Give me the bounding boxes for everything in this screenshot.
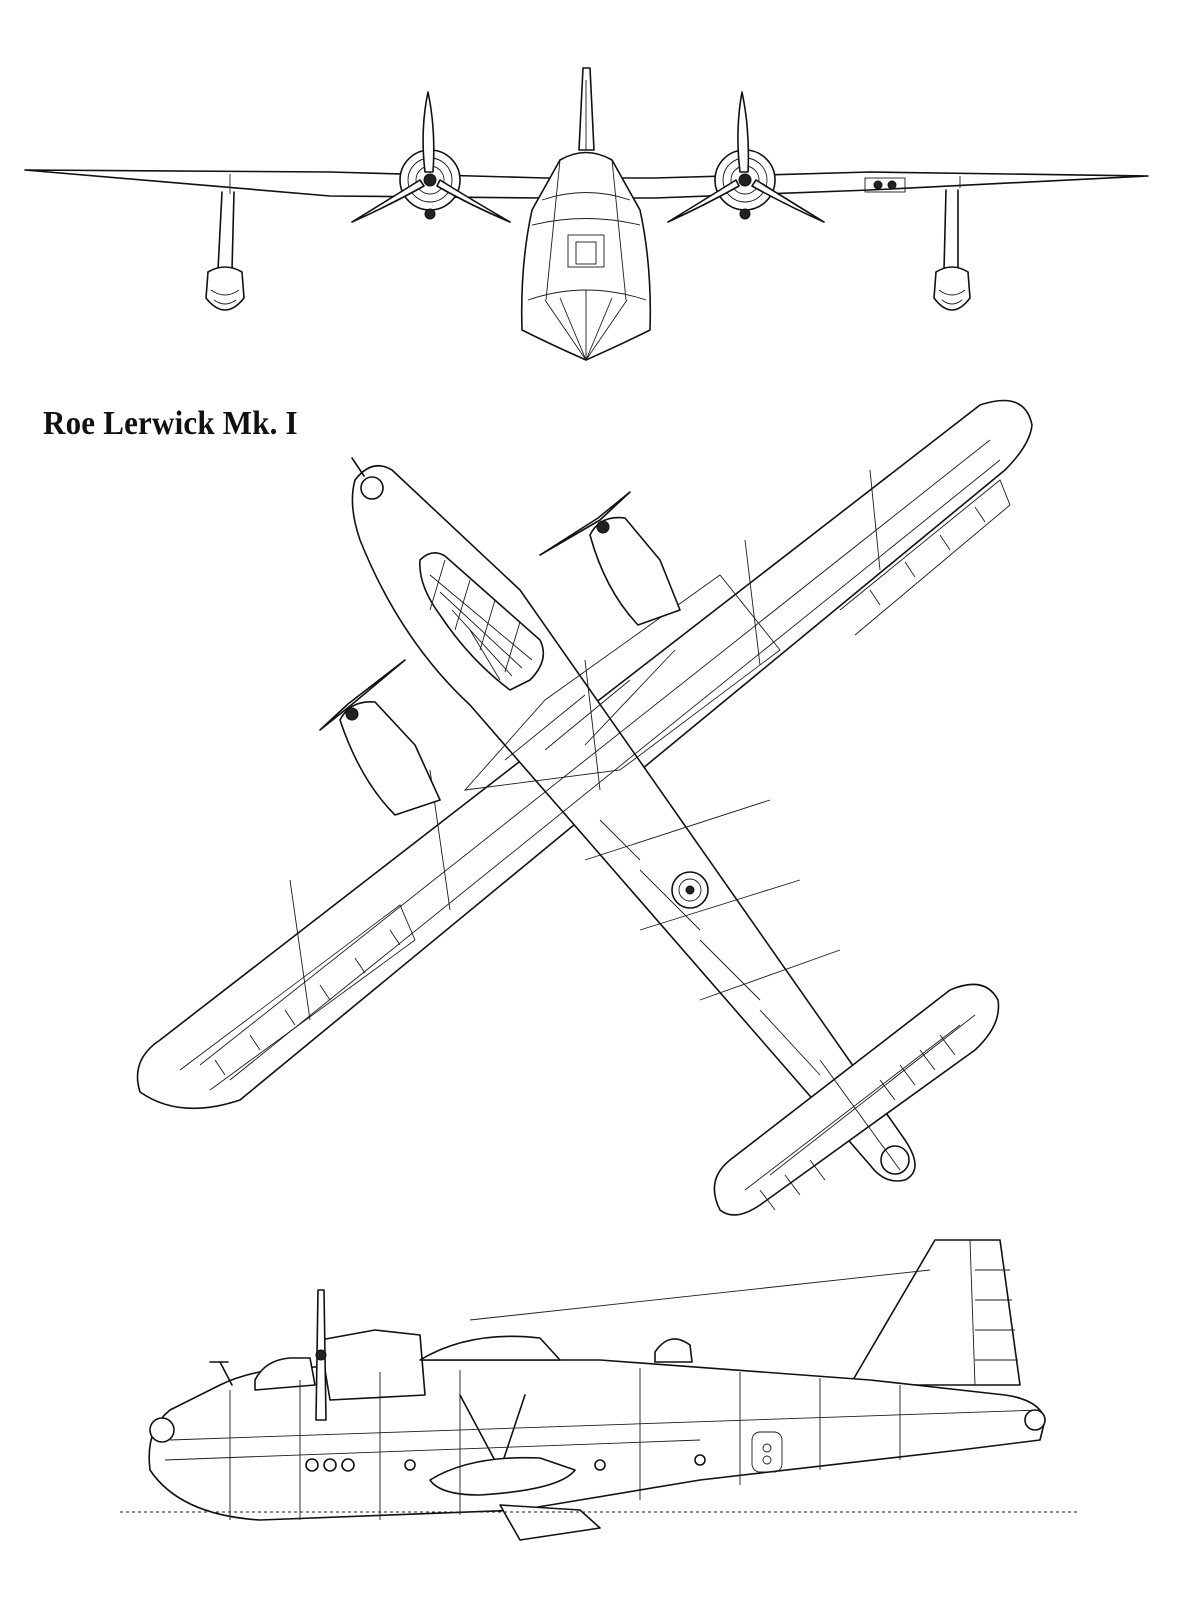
side-float	[429, 1456, 576, 1496]
plan-view	[136, 399, 1033, 1216]
right-float	[933, 189, 971, 311]
right-nacelle	[539, 491, 681, 626]
aircraft-title: Roe Lerwick Mk. I	[43, 404, 298, 442]
plan-tailplane	[713, 983, 1000, 1216]
front-view	[24, 67, 1149, 362]
side-fin	[849, 1239, 1021, 1386]
front-fin	[578, 67, 595, 151]
left-engine-front	[351, 91, 511, 223]
left-nacelle	[319, 659, 441, 816]
side-hull	[148, 1359, 1046, 1521]
side-view	[120, 1239, 1080, 1541]
right-engine-front	[667, 91, 825, 223]
front-hull	[520, 151, 652, 361]
side-nacelle	[319, 1329, 426, 1401]
left-float	[205, 191, 245, 311]
